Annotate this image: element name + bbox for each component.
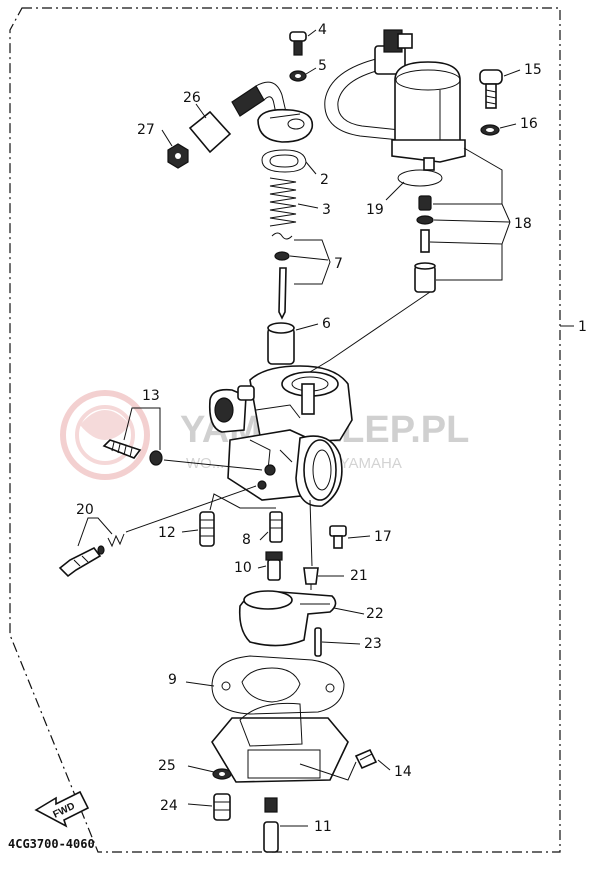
- part-25-washer: [212, 768, 232, 780]
- part-14-screw: [354, 748, 378, 770]
- label-14: 14: [394, 764, 412, 780]
- label-27: 27: [137, 122, 155, 138]
- part-26-hose-union: [188, 81, 287, 154]
- part-cover-top: [257, 108, 314, 143]
- part-19-o-ring: [397, 169, 443, 187]
- label-17: 17: [374, 529, 392, 545]
- part-24-screw: [213, 793, 231, 821]
- label-16: 16: [520, 116, 538, 132]
- label-12: 12: [158, 525, 176, 541]
- part-8-jet: [269, 511, 283, 543]
- label-24: 24: [160, 798, 178, 814]
- label-22: 22: [366, 606, 384, 622]
- label-2: 2: [320, 172, 329, 188]
- label-20: 20: [76, 502, 94, 518]
- part-12-jet: [199, 511, 215, 547]
- part-21-needle-valve: [303, 567, 319, 590]
- part-5-washer: [289, 70, 307, 82]
- part-10-main-jet: [265, 551, 283, 581]
- label-13: 13: [142, 388, 160, 404]
- part-18-choke-plunger-set: [414, 195, 436, 293]
- part-11-drain-plug: [263, 797, 279, 853]
- part-15-screw: [479, 69, 503, 109]
- part-13-pilot-screw-set: [102, 439, 163, 466]
- diagram-code: 4CG3700-4060: [8, 837, 95, 851]
- part-16-washer: [480, 124, 500, 136]
- part-2-gasket: [261, 149, 307, 173]
- assembly-frame: [9, 7, 561, 853]
- part-1-carburetor-body: [208, 365, 353, 507]
- label-19: 19: [366, 202, 384, 218]
- label-18: 18: [514, 216, 532, 232]
- part-20-screw-set: [58, 533, 125, 578]
- part-9-gasket: [211, 655, 345, 715]
- watermark-logo-icon: [60, 390, 150, 480]
- label-21: 21: [350, 568, 368, 584]
- label-10: 10: [234, 560, 252, 576]
- label-15: 15: [524, 62, 542, 78]
- label-9: 9: [168, 672, 177, 688]
- part-6-throttle-valve: [267, 322, 295, 365]
- part-3-spring: [269, 177, 297, 227]
- part-17-plug: [329, 525, 347, 549]
- part-7-needle-set: [271, 232, 293, 320]
- part-labels: 4 5 26 27 2 3 7 6 15 16 19 18 1 13 20 12…: [76, 22, 587, 835]
- label-26: 26: [183, 90, 201, 106]
- label-1: 1: [578, 319, 587, 335]
- part-27-nut: [167, 143, 189, 169]
- part-22-float: [238, 590, 337, 647]
- label-25: 25: [158, 758, 176, 774]
- label-8: 8: [242, 532, 251, 548]
- label-4: 4: [318, 22, 327, 38]
- label-7: 7: [334, 256, 343, 272]
- fwd-arrow-icon: FWD: [34, 790, 90, 828]
- leader-lines: [77, 29, 574, 827]
- label-3: 3: [322, 202, 331, 218]
- part-auto-choke: [324, 29, 466, 171]
- label-6: 6: [322, 316, 331, 332]
- label-5: 5: [318, 58, 327, 74]
- label-23: 23: [364, 636, 382, 652]
- part-23-float-pin: [314, 627, 322, 657]
- label-11: 11: [314, 819, 332, 835]
- part-4-screw: [289, 31, 307, 56]
- part-float-chamber: [211, 702, 349, 783]
